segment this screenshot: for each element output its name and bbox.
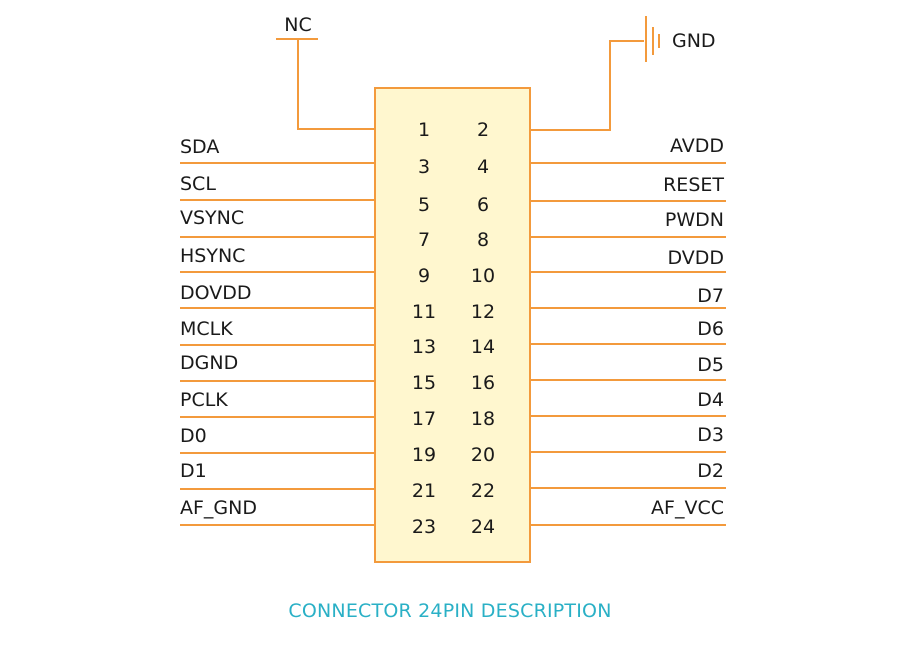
pin-number-even: 22 bbox=[471, 480, 495, 502]
pin-number-even: 6 bbox=[477, 194, 489, 216]
right-signal-label: D3 bbox=[697, 424, 724, 446]
pin-number-odd: 3 bbox=[418, 156, 430, 178]
pin-number-odd: 11 bbox=[412, 301, 436, 323]
right-signal-label: D5 bbox=[697, 354, 724, 376]
diagram-caption: CONNECTOR 24PIN DESCRIPTION bbox=[288, 600, 612, 622]
right-signal-label: D2 bbox=[697, 460, 724, 482]
pin-number-odd: 19 bbox=[412, 444, 436, 466]
left-signal-label: SCL bbox=[180, 173, 216, 195]
left-signal-label: SDA bbox=[180, 136, 219, 158]
left-signal-label: VSYNC bbox=[180, 207, 244, 229]
connector-body bbox=[374, 87, 531, 563]
pin-number-odd: 9 bbox=[418, 265, 430, 287]
left-signal-label: MCLK bbox=[180, 318, 233, 340]
right-signal-label: AF_VCC bbox=[651, 497, 724, 519]
left-signals: SDA SCL VSYNC HSYNC DOVDD MCLK DGND PCLK D0D1AF_… bbox=[180, 136, 375, 526]
left-signal-label: D1 bbox=[180, 460, 207, 482]
gnd-symbol bbox=[530, 16, 660, 131]
left-signal-label: PCLK bbox=[180, 389, 228, 411]
pin-number-odd: 5 bbox=[418, 194, 430, 216]
right-signal-label: PWDN bbox=[665, 209, 724, 231]
left-signal-label: DGND bbox=[180, 352, 238, 374]
pin-number-even: 8 bbox=[477, 229, 489, 251]
pin-number-odd: 7 bbox=[418, 229, 430, 251]
pin-number-even: 20 bbox=[471, 444, 495, 466]
pin-number-even: 4 bbox=[477, 156, 489, 178]
pin-number-even: 16 bbox=[471, 372, 495, 394]
left-signal-label: HSYNC bbox=[180, 245, 245, 267]
pin-number-odd: 15 bbox=[412, 372, 436, 394]
nc-label: NC bbox=[284, 14, 311, 36]
right-signal-label: DVDD bbox=[667, 247, 724, 269]
nc-lead bbox=[276, 38, 375, 130]
right-signal-label: RESET bbox=[663, 174, 724, 196]
pin-number-even: 12 bbox=[471, 301, 495, 323]
pin-number-odd: 13 bbox=[412, 336, 436, 358]
right-signal-label: D4 bbox=[697, 389, 724, 411]
pin-number-even: 10 bbox=[471, 265, 495, 287]
gnd-label: GND bbox=[672, 30, 716, 52]
pin-number-even: 2 bbox=[477, 119, 489, 141]
right-signal-label: D7 bbox=[697, 285, 724, 307]
pin-number-even: 14 bbox=[471, 336, 495, 358]
left-signal-label: D0 bbox=[180, 425, 207, 447]
pin-number-odd: 17 bbox=[412, 408, 436, 430]
pin-number-even: 18 bbox=[471, 408, 495, 430]
right-signal-label: AVDD bbox=[670, 135, 724, 157]
left-signal-label: AF_GND bbox=[180, 497, 257, 519]
pin-number-even: 24 bbox=[471, 516, 495, 538]
left-signal-label: DOVDD bbox=[180, 282, 252, 304]
right-signal-label: D6 bbox=[697, 318, 724, 340]
pin-number-odd: 21 bbox=[412, 480, 436, 502]
pin-number-odd: 23 bbox=[412, 516, 436, 538]
pin-number-odd: 1 bbox=[418, 119, 430, 141]
